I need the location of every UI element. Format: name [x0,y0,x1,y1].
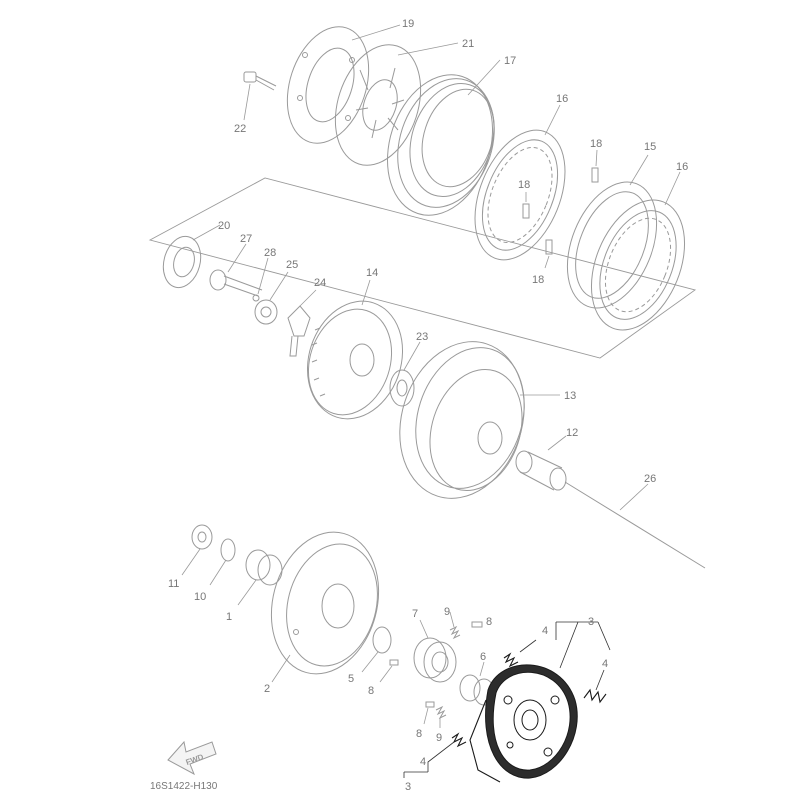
fwd-arrow-icon: FWD [167,740,217,776]
callout-18b: 18 [518,179,530,191]
callout-11: 11 [168,578,179,590]
callout-5: 5 [348,673,354,685]
part-1-bearing [245,549,283,586]
part-4-spring-bottom [451,732,467,748]
part-26-push-rod [564,481,706,569]
part-25-nut [254,299,278,325]
part-10-washer [220,538,236,562]
callout-8c: 8 [416,728,422,740]
callout-21: 21 [462,38,474,50]
callout-28: 28 [264,247,276,259]
part-4-spring-right [583,688,607,704]
assembly-outline [148,177,697,359]
callout-16a: 16 [556,93,568,105]
part-8-pin-c [425,701,435,708]
callout-12: 12 [566,427,578,439]
part-17-clutch-housing [386,74,495,216]
callout-3b: 3 [405,781,411,793]
callout-8a: 8 [486,616,492,628]
callout-26: 26 [644,473,656,485]
part-24-lock-washer [287,305,311,357]
part-4-spring-left [503,652,519,668]
callout-18c: 18 [532,274,544,286]
part-15-clutch-plate [566,181,658,309]
part-8-pin-b [389,659,399,666]
part-23-washer [389,369,415,407]
part-9-spring-lower [435,705,447,720]
part-20-seal [162,235,202,289]
part-18-pins [522,167,599,255]
part-28-ball [252,294,260,302]
callout-3a: 3 [588,616,594,628]
part-7-one-way-clutch [413,637,457,683]
part-8-pin-a [471,621,483,628]
bracket-3-top [555,621,611,669]
callout-18a: 18 [590,138,602,150]
diagram-code: 16S1422-H130 [150,781,218,792]
callout-9b: 9 [436,732,442,744]
callout-27: 27 [240,233,252,245]
callout-7: 7 [412,608,418,620]
callout-1: 1 [226,611,232,623]
callout-15: 15 [644,141,656,153]
callout-19: 19 [402,18,414,30]
bracket-3-bottom [403,741,455,778]
part-16-friction-plate-a [474,129,566,261]
part-21-spring-plate [334,44,422,166]
callout-14: 14 [366,267,378,279]
callout-4c: 4 [420,756,426,768]
part-14-clutch-boss [306,300,404,420]
callout-4b: 4 [602,658,608,670]
callout-9a: 9 [444,606,450,618]
callout-10: 10 [194,591,206,603]
part-27-push-rod [209,269,263,297]
callout-6: 6 [480,651,486,663]
callout-17: 17 [504,55,516,67]
part-12-bushing [515,450,567,491]
part-3-clutch-shoe-assembly [469,664,578,783]
callout-23: 23 [416,331,428,343]
part-19-plate [286,26,370,144]
part-22-bolt [243,71,277,91]
part-5-washer [372,626,392,654]
callout-16b: 16 [676,161,688,173]
callout-22: 22 [234,123,246,135]
callout-20: 20 [218,220,230,232]
callout-2: 2 [264,683,270,695]
part-2-clutch-drum [270,531,380,675]
callout-13: 13 [564,390,576,402]
part-9-spring-upper [449,625,461,640]
callout-8b: 8 [368,685,374,697]
part-11-nut [191,524,213,550]
callout-25: 25 [286,259,298,271]
callout-4a: 4 [542,625,548,637]
part-13-primary-driven-gear [399,341,525,499]
part-16-friction-plate-b [590,199,686,331]
callout-24: 24 [314,277,326,289]
